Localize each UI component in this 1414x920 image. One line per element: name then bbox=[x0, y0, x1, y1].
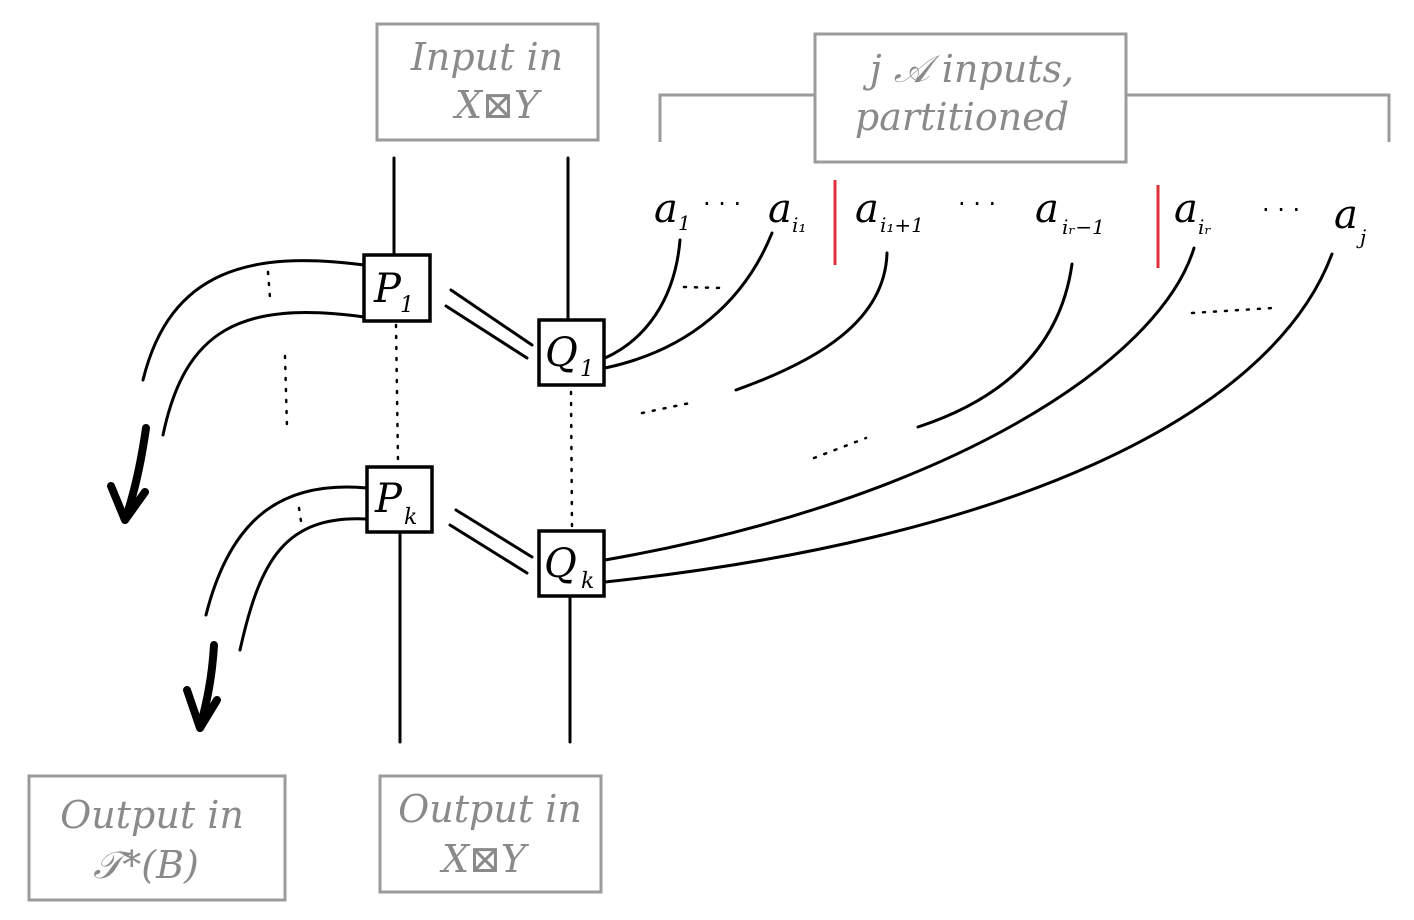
input-box-top: Input in X⊠Y bbox=[375, 22, 600, 142]
a-label-air: a iᵣ bbox=[1174, 186, 1211, 239]
svg-text:i₁: i₁ bbox=[792, 213, 806, 237]
node-q1: Q 1 bbox=[537, 318, 606, 387]
svg-text:1: 1 bbox=[400, 293, 414, 318]
wire-right-dotted bbox=[569, 390, 574, 532]
output-arrows bbox=[107, 424, 221, 732]
a-to-q-curves bbox=[603, 231, 1334, 584]
a-label-airm1: a iᵣ−1 bbox=[1035, 186, 1105, 239]
svg-text:i₁+1: i₁+1 bbox=[880, 213, 924, 237]
output-box-left-line1: Output in bbox=[60, 793, 244, 837]
vertical-wires bbox=[392, 156, 574, 744]
a-inputs-box: j 𝒜 inputs, partitioned bbox=[813, 32, 1128, 164]
a-label-ai1p1: a i₁+1 bbox=[855, 186, 924, 237]
wire-left-dotted bbox=[394, 323, 400, 464]
svg-text:a: a bbox=[1334, 192, 1358, 238]
node-p1: P 1 bbox=[362, 253, 432, 323]
a-label-ai1: a i₁ bbox=[768, 186, 806, 237]
a-ellipsis-1: · · · bbox=[703, 190, 741, 218]
a-inputs-box-line2: partitioned bbox=[855, 95, 1069, 139]
svg-text:a: a bbox=[1174, 186, 1198, 232]
a-label-a1: a 1 bbox=[654, 186, 691, 235]
svg-text:j: j bbox=[1356, 225, 1366, 249]
svg-text:a: a bbox=[1035, 186, 1059, 232]
svg-text:a: a bbox=[768, 186, 792, 232]
a-ellipsis-3: · · · bbox=[1262, 196, 1300, 224]
svg-text:a: a bbox=[855, 186, 879, 232]
svg-text:a: a bbox=[654, 186, 678, 232]
svg-text:Q: Q bbox=[545, 330, 578, 376]
svg-text:P: P bbox=[374, 476, 403, 522]
svg-text:1: 1 bbox=[678, 211, 691, 235]
svg-text:iᵣ: iᵣ bbox=[1198, 215, 1211, 239]
output-box-right-line1: Output in bbox=[398, 787, 582, 831]
p-output-curves bbox=[141, 259, 369, 652]
svg-text:iᵣ−1: iᵣ−1 bbox=[1062, 215, 1105, 239]
svg-text:Q: Q bbox=[544, 541, 577, 587]
input-box-top-line2: X⊠Y bbox=[452, 83, 543, 127]
a-ellipsis-2: · · · bbox=[958, 190, 996, 218]
output-box-left-line2: 𝒯*(B) bbox=[93, 843, 199, 887]
svg-text:P: P bbox=[373, 266, 402, 312]
a-label-aj: a j bbox=[1334, 192, 1366, 249]
p-q-connectors bbox=[444, 288, 534, 575]
a-inputs-box-line1: j 𝒜 inputs, bbox=[863, 47, 1074, 91]
arrow-down-icon bbox=[183, 641, 221, 732]
svg-text:1: 1 bbox=[580, 357, 594, 382]
node-pk: P k bbox=[365, 465, 434, 534]
a-inputs-bracket bbox=[658, 93, 1391, 142]
output-box-right: Output in X⊠Y bbox=[378, 774, 603, 894]
input-box-top-line1: Input in bbox=[410, 35, 563, 79]
svg-text:k: k bbox=[404, 505, 417, 530]
arrow-down-icon bbox=[107, 424, 150, 524]
output-box-right-line2: X⊠Y bbox=[439, 837, 530, 881]
output-box-left: Output in 𝒯*(B) bbox=[27, 774, 287, 902]
svg-text:k: k bbox=[581, 569, 594, 594]
node-qk: Q k bbox=[537, 529, 606, 598]
